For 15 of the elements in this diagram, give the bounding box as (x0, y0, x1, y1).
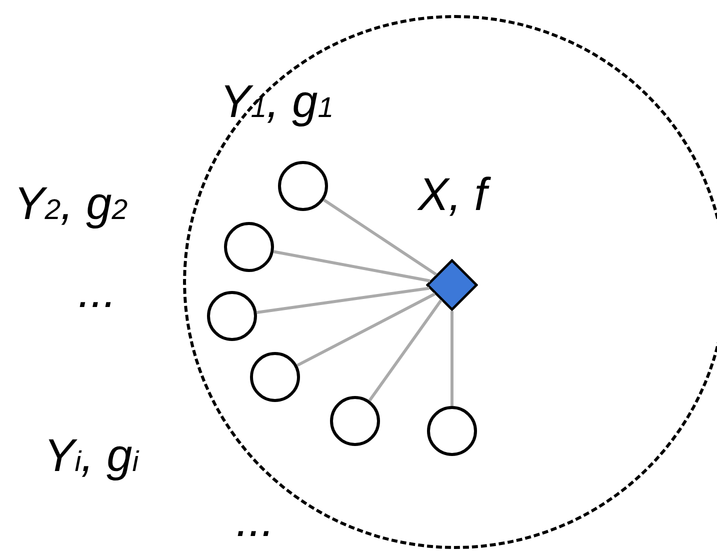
connector-line (296, 292, 436, 367)
circle-node (224, 222, 274, 272)
circle-node (207, 291, 257, 341)
variable-label: ... (236, 497, 274, 543)
circle-node (278, 161, 328, 211)
connector-line (256, 286, 430, 314)
circle-node (250, 352, 300, 402)
circle-node (330, 396, 380, 446)
connector-line (368, 299, 442, 402)
circle-node (427, 406, 477, 456)
connector-line (323, 198, 438, 276)
variable-label: ... (78, 268, 116, 314)
connector-line (450, 311, 454, 406)
dashed-boundary-circle (183, 15, 717, 549)
connector-line (273, 250, 430, 282)
